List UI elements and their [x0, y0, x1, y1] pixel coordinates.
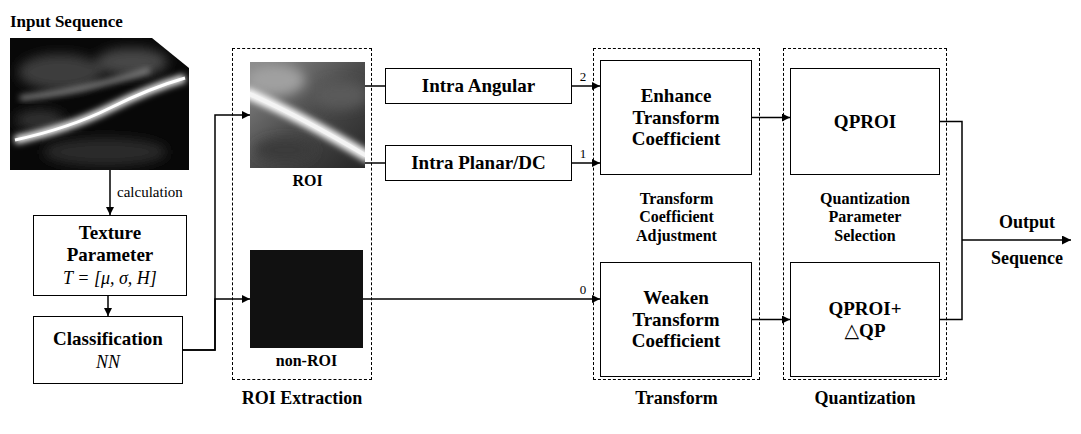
ultrasound-image: [10, 38, 189, 170]
process-box: ClassificationNN: [33, 316, 183, 384]
node-label: QPROI: [834, 111, 896, 133]
group-note: Quantization Parameter Selection: [813, 190, 918, 245]
merge-line: [940, 122, 962, 320]
formula: T = [μ, σ, H]: [63, 268, 157, 289]
node-label: Intra Planar/DC: [411, 152, 546, 174]
process-box: Texture ParameterT = [μ, σ, H]: [33, 215, 187, 296]
caption: ROI Extraction: [242, 388, 363, 409]
formula: NN: [96, 352, 120, 373]
tissue-shading: [15, 48, 168, 166]
caption: Input Sequence: [10, 12, 123, 32]
connector: [183, 299, 250, 350]
process-box: Intra Planar/DC: [385, 145, 572, 181]
node-label: Classification: [53, 328, 163, 350]
output-arrow: [962, 239, 1071, 241]
node-label: Intra Angular: [422, 75, 536, 97]
image-ground: [10, 38, 189, 170]
process-box: Intra Angular: [385, 68, 572, 104]
output-label: Output Sequence: [980, 204, 1074, 276]
roi-band: [250, 92, 365, 158]
bright-band-glow: [15, 78, 185, 140]
edge-label: 1: [580, 147, 587, 161]
connector: [183, 115, 250, 350]
process-box: QPROI+ △QP: [790, 262, 940, 377]
caption: Quantization: [814, 388, 915, 409]
caption: ROI: [292, 172, 322, 190]
connector: [572, 85, 600, 87]
node-label: Enhance Transform Coefficient: [614, 85, 739, 151]
tissue-wall: [20, 70, 150, 98]
edge-label: 2: [580, 70, 587, 84]
sector-corner: [152, 38, 189, 68]
ultrasound-image: Input Sequence: [10, 38, 189, 170]
connector: [363, 298, 600, 300]
roi-image: ROI: [250, 62, 365, 168]
connector: [572, 162, 600, 164]
edge-label: calculation: [117, 184, 183, 201]
roi-image: [250, 62, 365, 168]
non-roi-image: non-ROI: [250, 250, 363, 348]
process-box: Weaken Transform Coefficient: [600, 262, 752, 377]
connector: [109, 170, 111, 215]
caption: non-ROI: [276, 352, 337, 370]
node-label: Weaken Transform Coefficient: [614, 287, 739, 353]
connector: [107, 296, 109, 316]
connector: [752, 319, 790, 321]
caption: Transform: [635, 388, 718, 409]
connector: [365, 162, 385, 164]
node-label: Texture Parameter: [40, 222, 180, 266]
group-note: Transform Coefficient Adjustment: [624, 190, 729, 245]
process-box: QPROI: [790, 68, 940, 175]
connector: [752, 117, 790, 119]
node-label: QPROI+ △QP: [823, 298, 907, 342]
bright-band: [15, 78, 185, 140]
non-roi-image: [250, 250, 363, 348]
roi-band-glow: [250, 92, 365, 158]
dashed-group: ROI ExtractionROInon-ROI: [232, 48, 372, 380]
dashed-group: TransformTransform Coefficient Adjustmen…: [593, 48, 760, 380]
process-box: Enhance Transform Coefficient: [600, 60, 752, 175]
connector: [365, 85, 385, 87]
edge-label: 0: [580, 283, 587, 297]
dashed-group: QuantizationQuantization Parameter Selec…: [783, 48, 947, 380]
